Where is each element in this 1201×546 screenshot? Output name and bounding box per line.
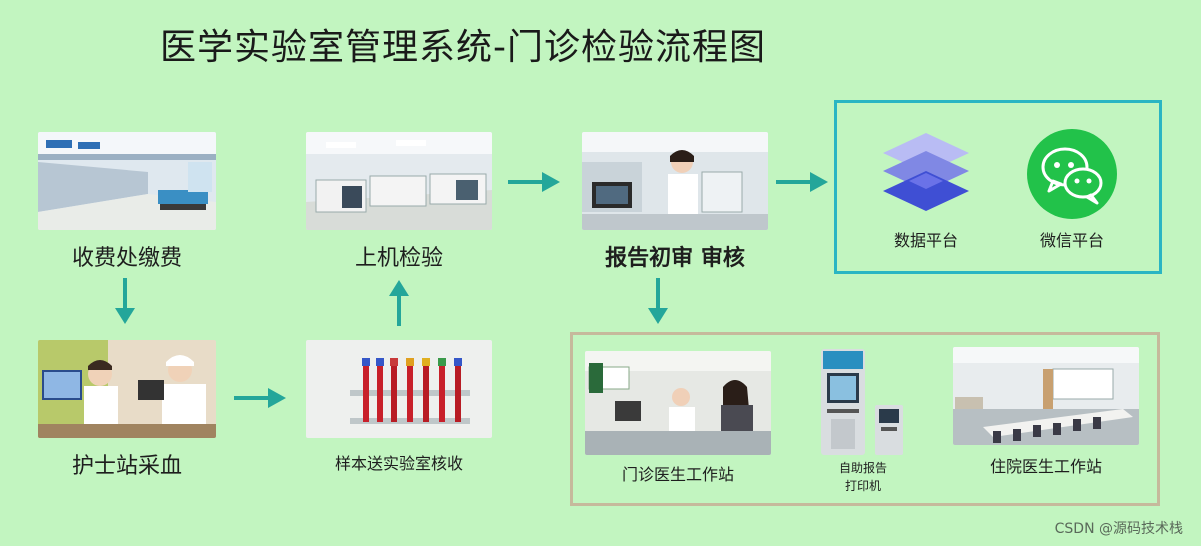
self-service-kiosk-icon xyxy=(821,349,903,455)
step-charge-label: 收费处缴费 xyxy=(71,246,182,271)
diagram-title: 医学实验室管理系统-门诊检验流程图 xyxy=(160,27,766,68)
photo-lab-analyzers xyxy=(306,132,492,230)
photo-inpatient-room xyxy=(953,347,1139,445)
data-platform-icon xyxy=(883,133,969,211)
step-test-label: 上机检验 xyxy=(354,246,443,271)
csdn-watermark: CSDN @源码技术栈 xyxy=(1054,521,1183,537)
arrow-test-to-report xyxy=(508,172,560,192)
arrow-charge-to-nurse xyxy=(115,278,135,324)
inpatient-station-label: 住院医生工作站 xyxy=(989,457,1102,476)
outpatient-station-label: 门诊医生工作站 xyxy=(621,465,734,484)
photo-lab-technician xyxy=(582,132,768,230)
kiosk-label-line1: 自助报告 xyxy=(838,461,887,475)
photo-charge-hall xyxy=(38,132,216,230)
wechat-platform-label: 微信平台 xyxy=(1039,231,1104,250)
platforms-panel: 数据平台 微信平台 xyxy=(834,100,1162,274)
arrow-sample-to-test xyxy=(389,280,409,326)
data-platform-label: 数据平台 xyxy=(893,231,958,250)
step-report-label: 报告初审 审核 xyxy=(605,246,745,271)
outputs-panel: 门诊医生工作站 自助报告 打印机 住院医生工作站 xyxy=(570,332,1160,506)
kiosk-label: 自助报告 打印机 xyxy=(811,459,915,495)
arrow-nurse-to-sample xyxy=(234,388,286,408)
step-sample-label: 样本送实验室核收 xyxy=(334,454,463,473)
kiosk-label-line2: 打印机 xyxy=(844,479,881,493)
photo-outpatient-doctor xyxy=(585,351,771,455)
wechat-icon xyxy=(1027,129,1117,219)
arrow-report-to-platforms xyxy=(776,172,828,192)
photo-sample-tubes xyxy=(306,340,492,438)
step-nurse-label: 护士站采血 xyxy=(71,454,182,479)
photo-nurse-station xyxy=(38,340,216,438)
arrow-report-to-outputs xyxy=(648,278,668,324)
